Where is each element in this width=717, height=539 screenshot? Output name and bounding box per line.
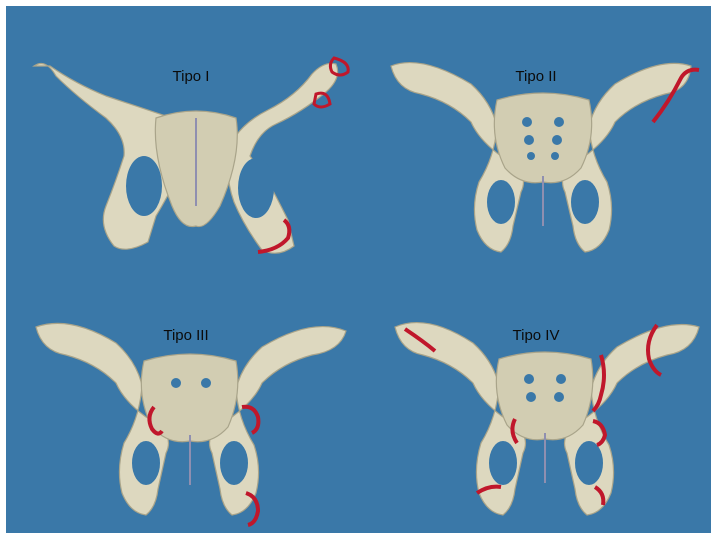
left-obturator: [487, 180, 515, 224]
panel-title: Tipo II: [361, 68, 711, 85]
right-obturator: [575, 441, 603, 485]
panel-tipo-3: Tipo III: [6, 271, 356, 533]
left-obturator: [132, 441, 160, 485]
right-obturator: [571, 180, 599, 224]
pelvis-illustration-tipo-3: [6, 271, 356, 533]
panel-tipo-2: Tipo II: [361, 6, 711, 268]
left-obturator: [126, 156, 162, 216]
panel-title: Tipo IV: [361, 327, 711, 344]
right-obturator: [220, 441, 248, 485]
sacrum: [141, 354, 237, 442]
panel-tipo-1: Tipo I: [6, 6, 356, 268]
panel-title: Tipo III: [11, 327, 361, 344]
right-obturator: [238, 158, 274, 218]
panel-title: Tipo I: [16, 68, 366, 85]
pelvis-illustration-tipo-1: [6, 6, 356, 268]
left-obturator: [489, 441, 517, 485]
sacrum: [494, 93, 591, 183]
figure-frame: Tipo I Tipo II: [6, 6, 711, 533]
pelvis-illustration-tipo-4: [361, 271, 711, 533]
panel-tipo-4: Tipo IV: [361, 271, 711, 533]
pelvis-illustration-tipo-2: [361, 6, 711, 268]
